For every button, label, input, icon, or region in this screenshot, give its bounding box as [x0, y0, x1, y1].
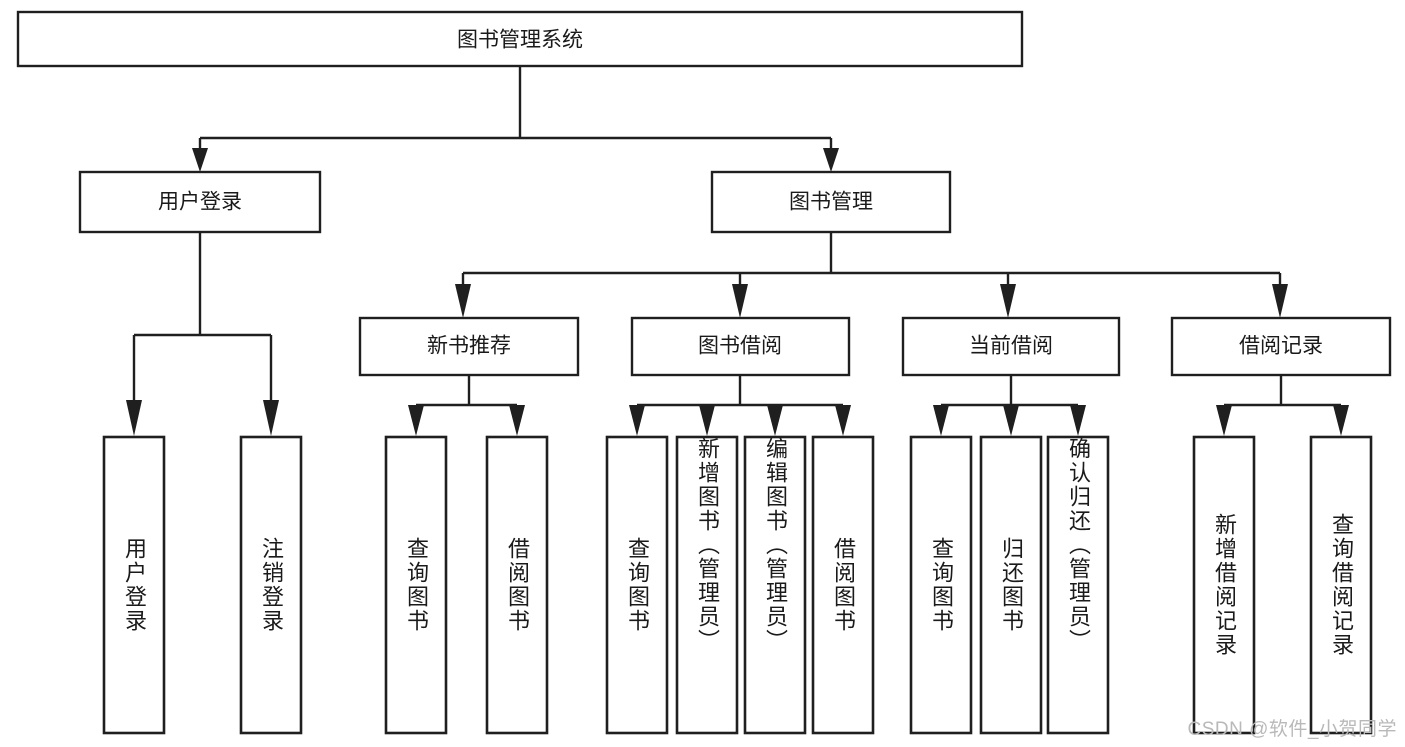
node-root[interactable]: 图书管理系统	[16, 10, 1024, 68]
arrow-book-borrow	[732, 284, 748, 318]
arrow-leaf-borrow-book-1	[509, 405, 525, 436]
node-new-book-recommend-label: 新书推荐	[427, 335, 511, 358]
leaf-box-query-record[interactable]	[1309, 435, 1373, 735]
leaf-boxes	[102, 435, 1373, 735]
leaf-box-confirm-return[interactable]	[1046, 435, 1110, 735]
arrow-to-user-login	[192, 148, 208, 172]
watermark-text: CSDN @软件_小贺同学	[1187, 719, 1397, 740]
arrow-leaf-borrow-book-2	[835, 405, 851, 436]
leaf-box-add-record[interactable]	[1192, 435, 1256, 735]
leaf-box-logout[interactable]	[239, 435, 303, 735]
node-user-login-label: 用户登录	[158, 191, 242, 214]
node-borrow-record-box[interactable]	[1170, 316, 1392, 377]
leaf-box-borrow-book-2[interactable]	[811, 435, 875, 735]
node-book-borrow-box[interactable]	[630, 316, 851, 377]
node-new-book-recommend-box[interactable]	[358, 316, 580, 377]
leaf-box-user-login[interactable]	[102, 435, 166, 735]
arrow-leaf-logout	[263, 400, 279, 436]
node-root-box[interactable]	[16, 10, 1024, 68]
leaf-box-edit-book[interactable]	[743, 435, 807, 735]
arrow-leaf-query-book-1	[408, 405, 424, 436]
leaf-box-query-book-1[interactable]	[384, 435, 448, 735]
node-book-borrow[interactable]: 图书借阅	[630, 316, 851, 377]
node-user-login-box[interactable]	[78, 170, 322, 234]
arrow-leaf-edit-book	[767, 405, 783, 436]
arrow-leaf-add-book	[699, 405, 715, 436]
arrow-leaf-add-record	[1216, 405, 1232, 436]
node-new-book-recommend[interactable]: 新书推荐	[358, 316, 580, 377]
leaf-box-return-book[interactable]	[979, 435, 1043, 735]
node-book-management[interactable]: 图书管理	[710, 170, 952, 234]
connectors	[126, 66, 1349, 436]
arrow-current-borrow	[1000, 284, 1016, 318]
arrow-leaf-query-book-2	[629, 405, 645, 436]
arrow-borrow-record	[1272, 284, 1288, 318]
arrow-leaf-confirm-return	[1070, 405, 1086, 436]
arrow-leaf-user-login	[126, 400, 142, 436]
node-current-borrow-label: 当前借阅	[969, 335, 1053, 358]
node-root-label: 图书管理系统	[457, 29, 583, 52]
node-current-borrow-box[interactable]	[901, 316, 1121, 377]
leaf-box-borrow-book-1[interactable]	[485, 435, 549, 735]
node-borrow-record-label: 借阅记录	[1239, 335, 1323, 358]
arrow-new-book-recommend	[455, 284, 471, 318]
node-user-login[interactable]: 用户登录	[78, 170, 322, 234]
node-book-borrow-label: 图书借阅	[698, 335, 782, 358]
node-book-management-label: 图书管理	[789, 191, 873, 214]
leaf-box-add-book[interactable]	[675, 435, 739, 735]
arrow-to-book-management	[823, 148, 839, 172]
arrow-leaf-query-book-3	[933, 405, 949, 436]
leaf-box-query-book-2[interactable]	[605, 435, 669, 735]
leaf-box-query-book-3[interactable]	[909, 435, 973, 735]
arrow-leaf-query-record	[1333, 405, 1349, 436]
node-borrow-record[interactable]: 借阅记录	[1170, 316, 1392, 377]
node-book-management-box[interactable]	[710, 170, 952, 234]
arrow-leaf-return-book	[1003, 405, 1019, 436]
node-current-borrow[interactable]: 当前借阅	[901, 316, 1121, 377]
